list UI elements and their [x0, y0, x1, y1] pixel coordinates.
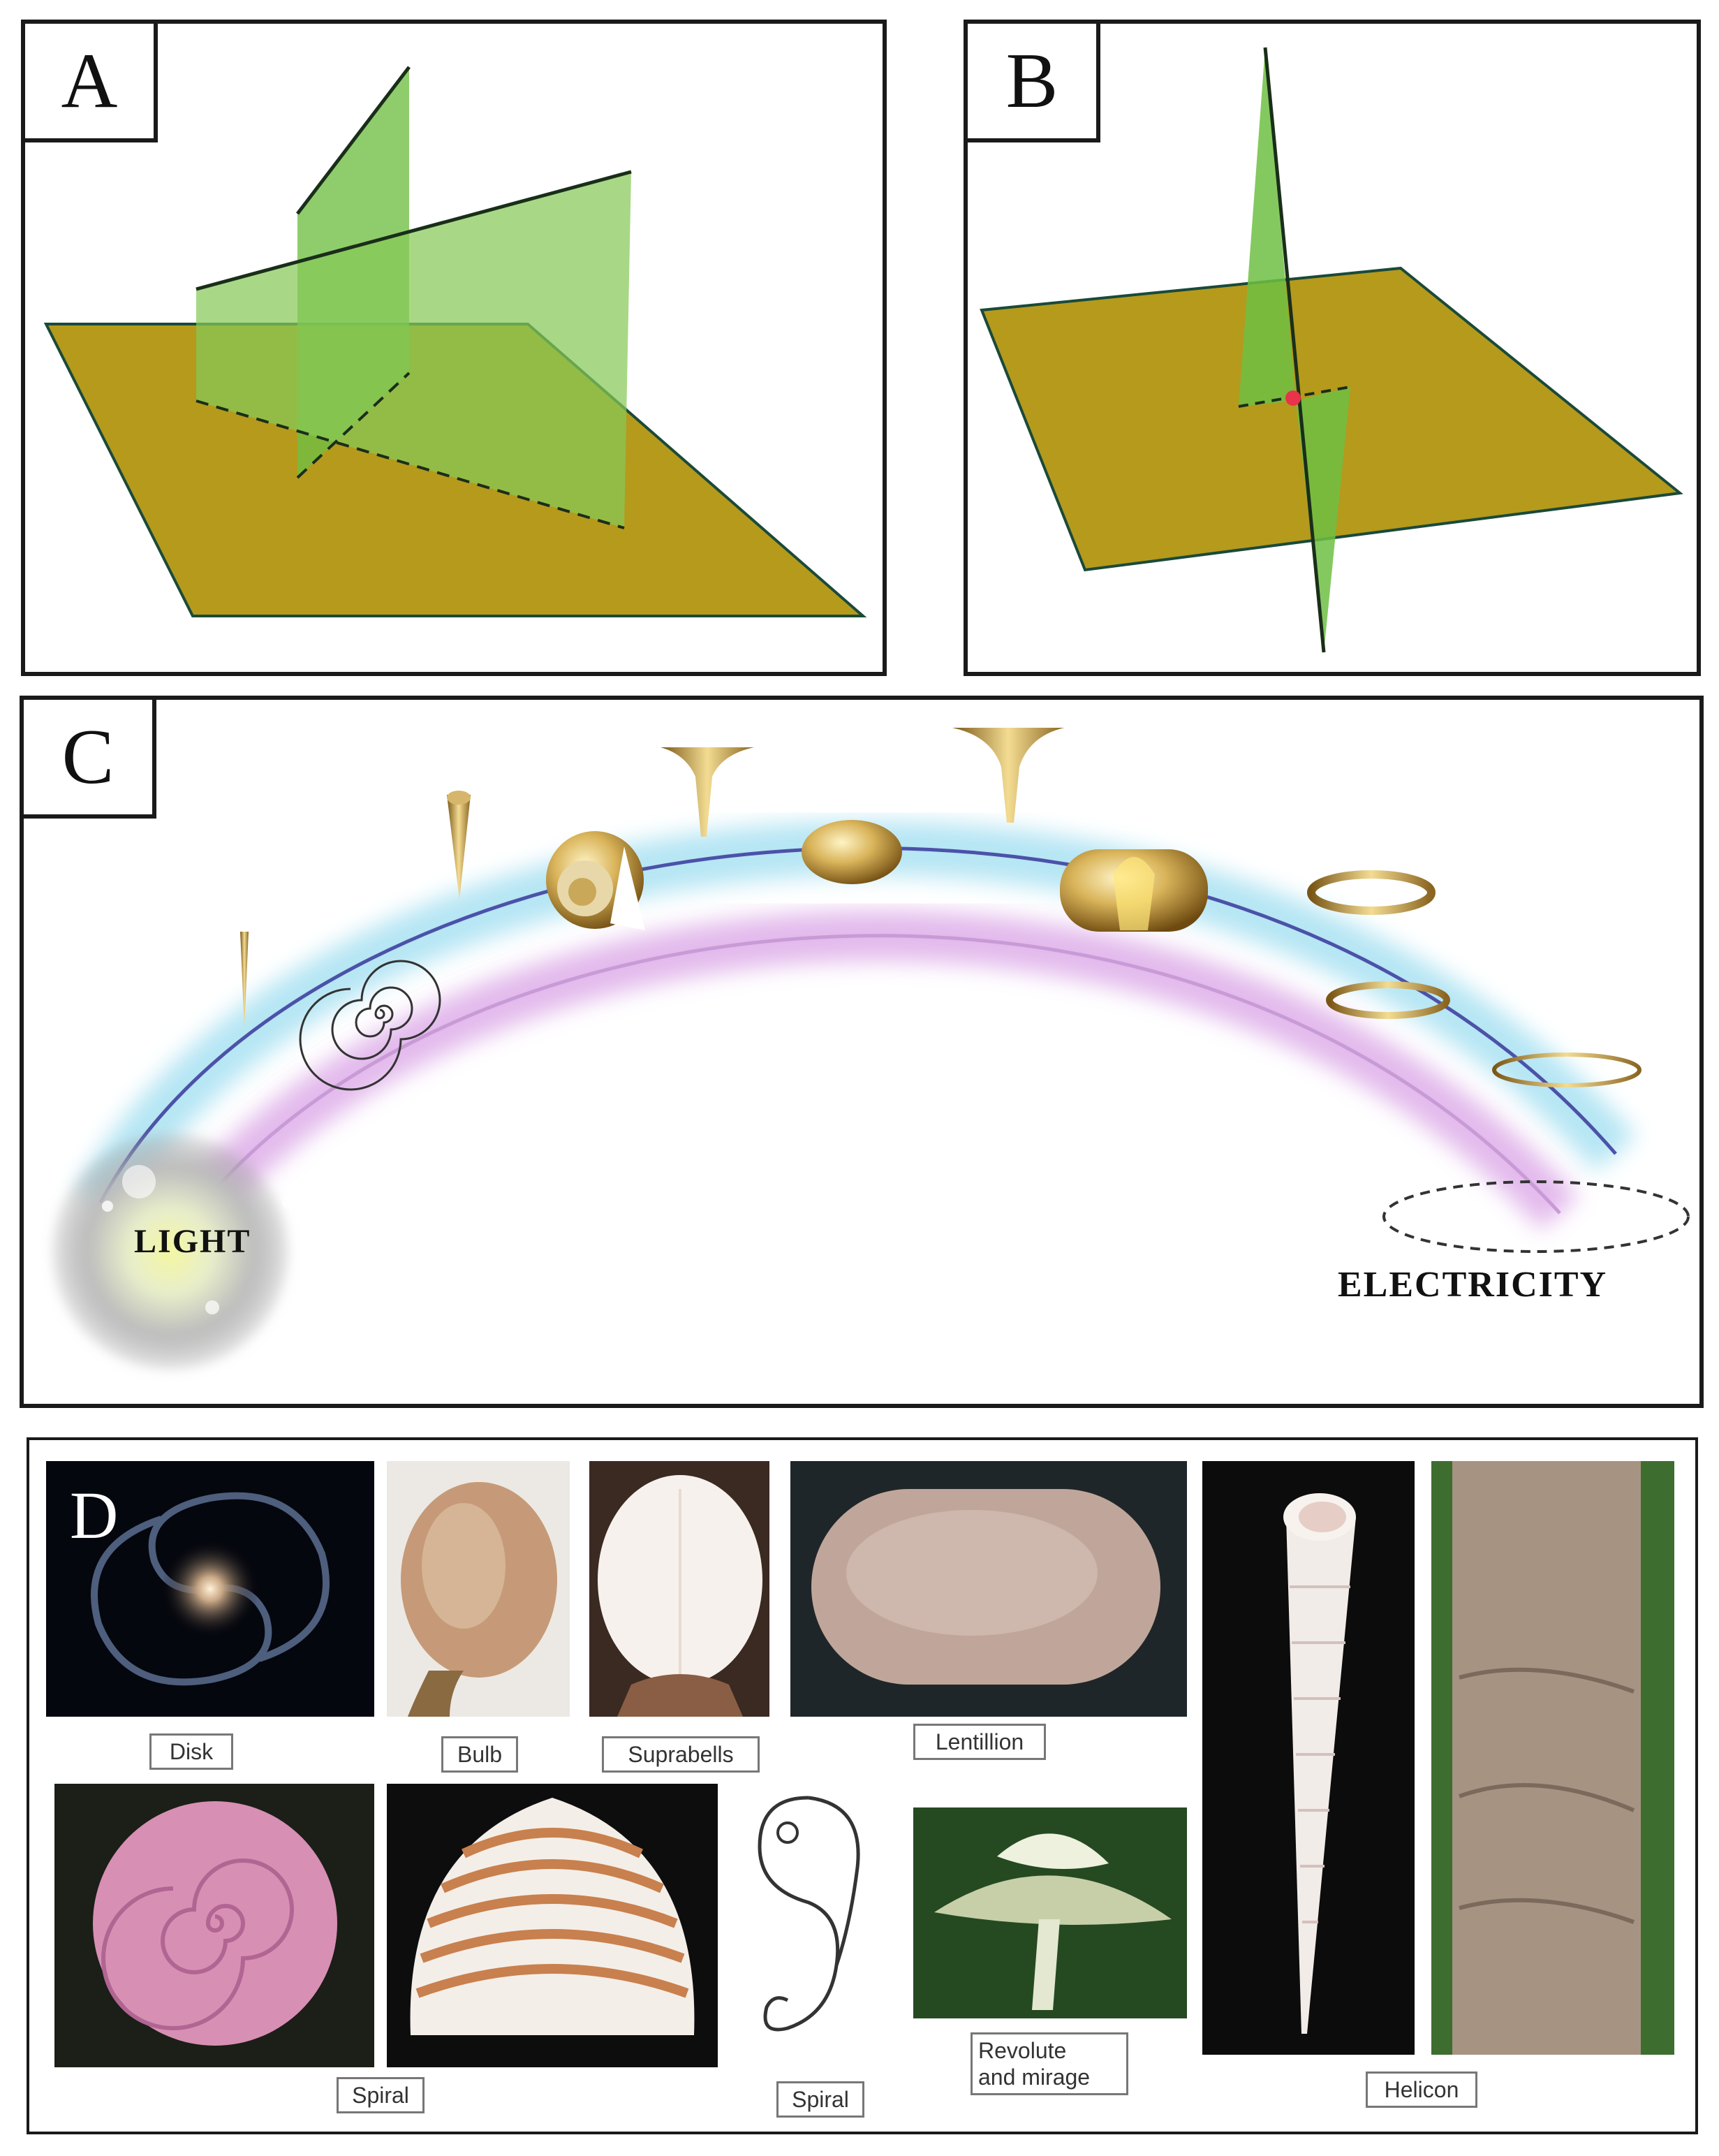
lentil-bell-icon: [1060, 849, 1208, 932]
spiral-form-icon: [299, 960, 441, 1091]
panel-c: C LIGHT ELECTRICITY: [20, 696, 1704, 1408]
form-evolution-arc: [52, 728, 1690, 1370]
lentillion-image: [790, 1461, 1187, 1717]
electricity-label: ELECTRICITY: [1338, 1265, 1608, 1305]
caption-revolute: Revolute and mirage: [971, 2032, 1128, 2095]
panel-c-label: C: [20, 696, 156, 819]
vertical-plane-upper: [1239, 47, 1296, 406]
ring-form-icon-2: [1326, 981, 1450, 1019]
caption-spiral-1: Spiral: [337, 2077, 425, 2113]
nautilus-shell-icon: [546, 831, 645, 930]
intersection-point: [1285, 390, 1301, 406]
revolute-mushroom-image: [913, 1807, 1187, 2018]
caption-disk: Disk: [149, 1733, 233, 1770]
spiral-clam-shell-image: [387, 1784, 718, 2067]
panel-a: A: [21, 20, 887, 676]
caption-bulb: Bulb: [441, 1736, 518, 1773]
funnel-form-icon: [661, 747, 754, 837]
disk-galaxy-image: D: [46, 1461, 374, 1717]
planes-b-diagram: [980, 47, 1683, 653]
spiral-embryo-image: [732, 1784, 885, 2067]
caption-spiral-2: Spiral: [776, 2081, 864, 2118]
panel-d-label: D: [70, 1478, 119, 1553]
spiral-rose-image: [54, 1784, 374, 2067]
caption-helicon: Helicon: [1366, 2071, 1477, 2108]
purple-arc-line: [161, 934, 1561, 1260]
needle-form-icon: [240, 932, 249, 1028]
suprabells-image: [589, 1461, 769, 1717]
dashed-ring-icon: [1382, 1180, 1690, 1253]
panel-b: B: [964, 20, 1701, 676]
caption-revolute-line1: Revolute: [978, 2038, 1067, 2063]
panel-d: D Disk Bulb Suprabells Lentillion: [27, 1437, 1698, 2134]
caption-suprabells: Suprabells: [602, 1736, 760, 1773]
tree-trunk-image: [1431, 1461, 1674, 2055]
egg-form-icon: [802, 820, 902, 884]
panel-b-label: B: [964, 20, 1100, 142]
helicon-shell-image: [1202, 1461, 1415, 2055]
light-label: LIGHT: [134, 1223, 251, 1260]
ring-form-icon-3: [1492, 1053, 1641, 1087]
planes-a-diagram: [43, 66, 867, 617]
cone-shell-icon: [447, 795, 471, 900]
caption-lentillion: Lentillion: [913, 1724, 1046, 1760]
vertical-plane-lower: [1296, 387, 1350, 652]
funnel-form-icon-2: [952, 728, 1064, 823]
bulb-image: [387, 1461, 570, 1717]
light-orb: [52, 1133, 289, 1370]
blue-arc-line: [98, 846, 1617, 1204]
caption-revolute-line2: and mirage: [978, 2065, 1091, 2090]
ring-form-icon-1: [1307, 870, 1436, 915]
panel-a-label: A: [21, 20, 158, 142]
